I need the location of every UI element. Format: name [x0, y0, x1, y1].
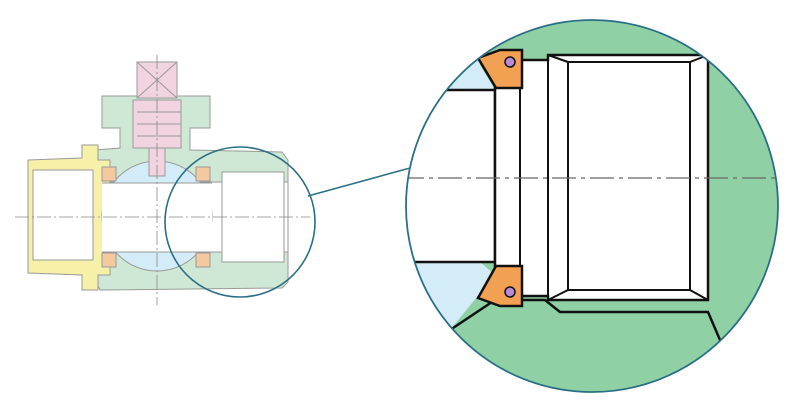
- detail-marker-circle: [164, 146, 316, 298]
- o-ring-bottom: [504, 286, 516, 298]
- detail-circle: [405, 19, 779, 393]
- callout-line: [307, 167, 411, 197]
- valve-overview: [27, 61, 289, 291]
- seal-detail: [406, 20, 778, 392]
- o-ring-top: [504, 56, 516, 68]
- seat-seals: [101, 166, 211, 268]
